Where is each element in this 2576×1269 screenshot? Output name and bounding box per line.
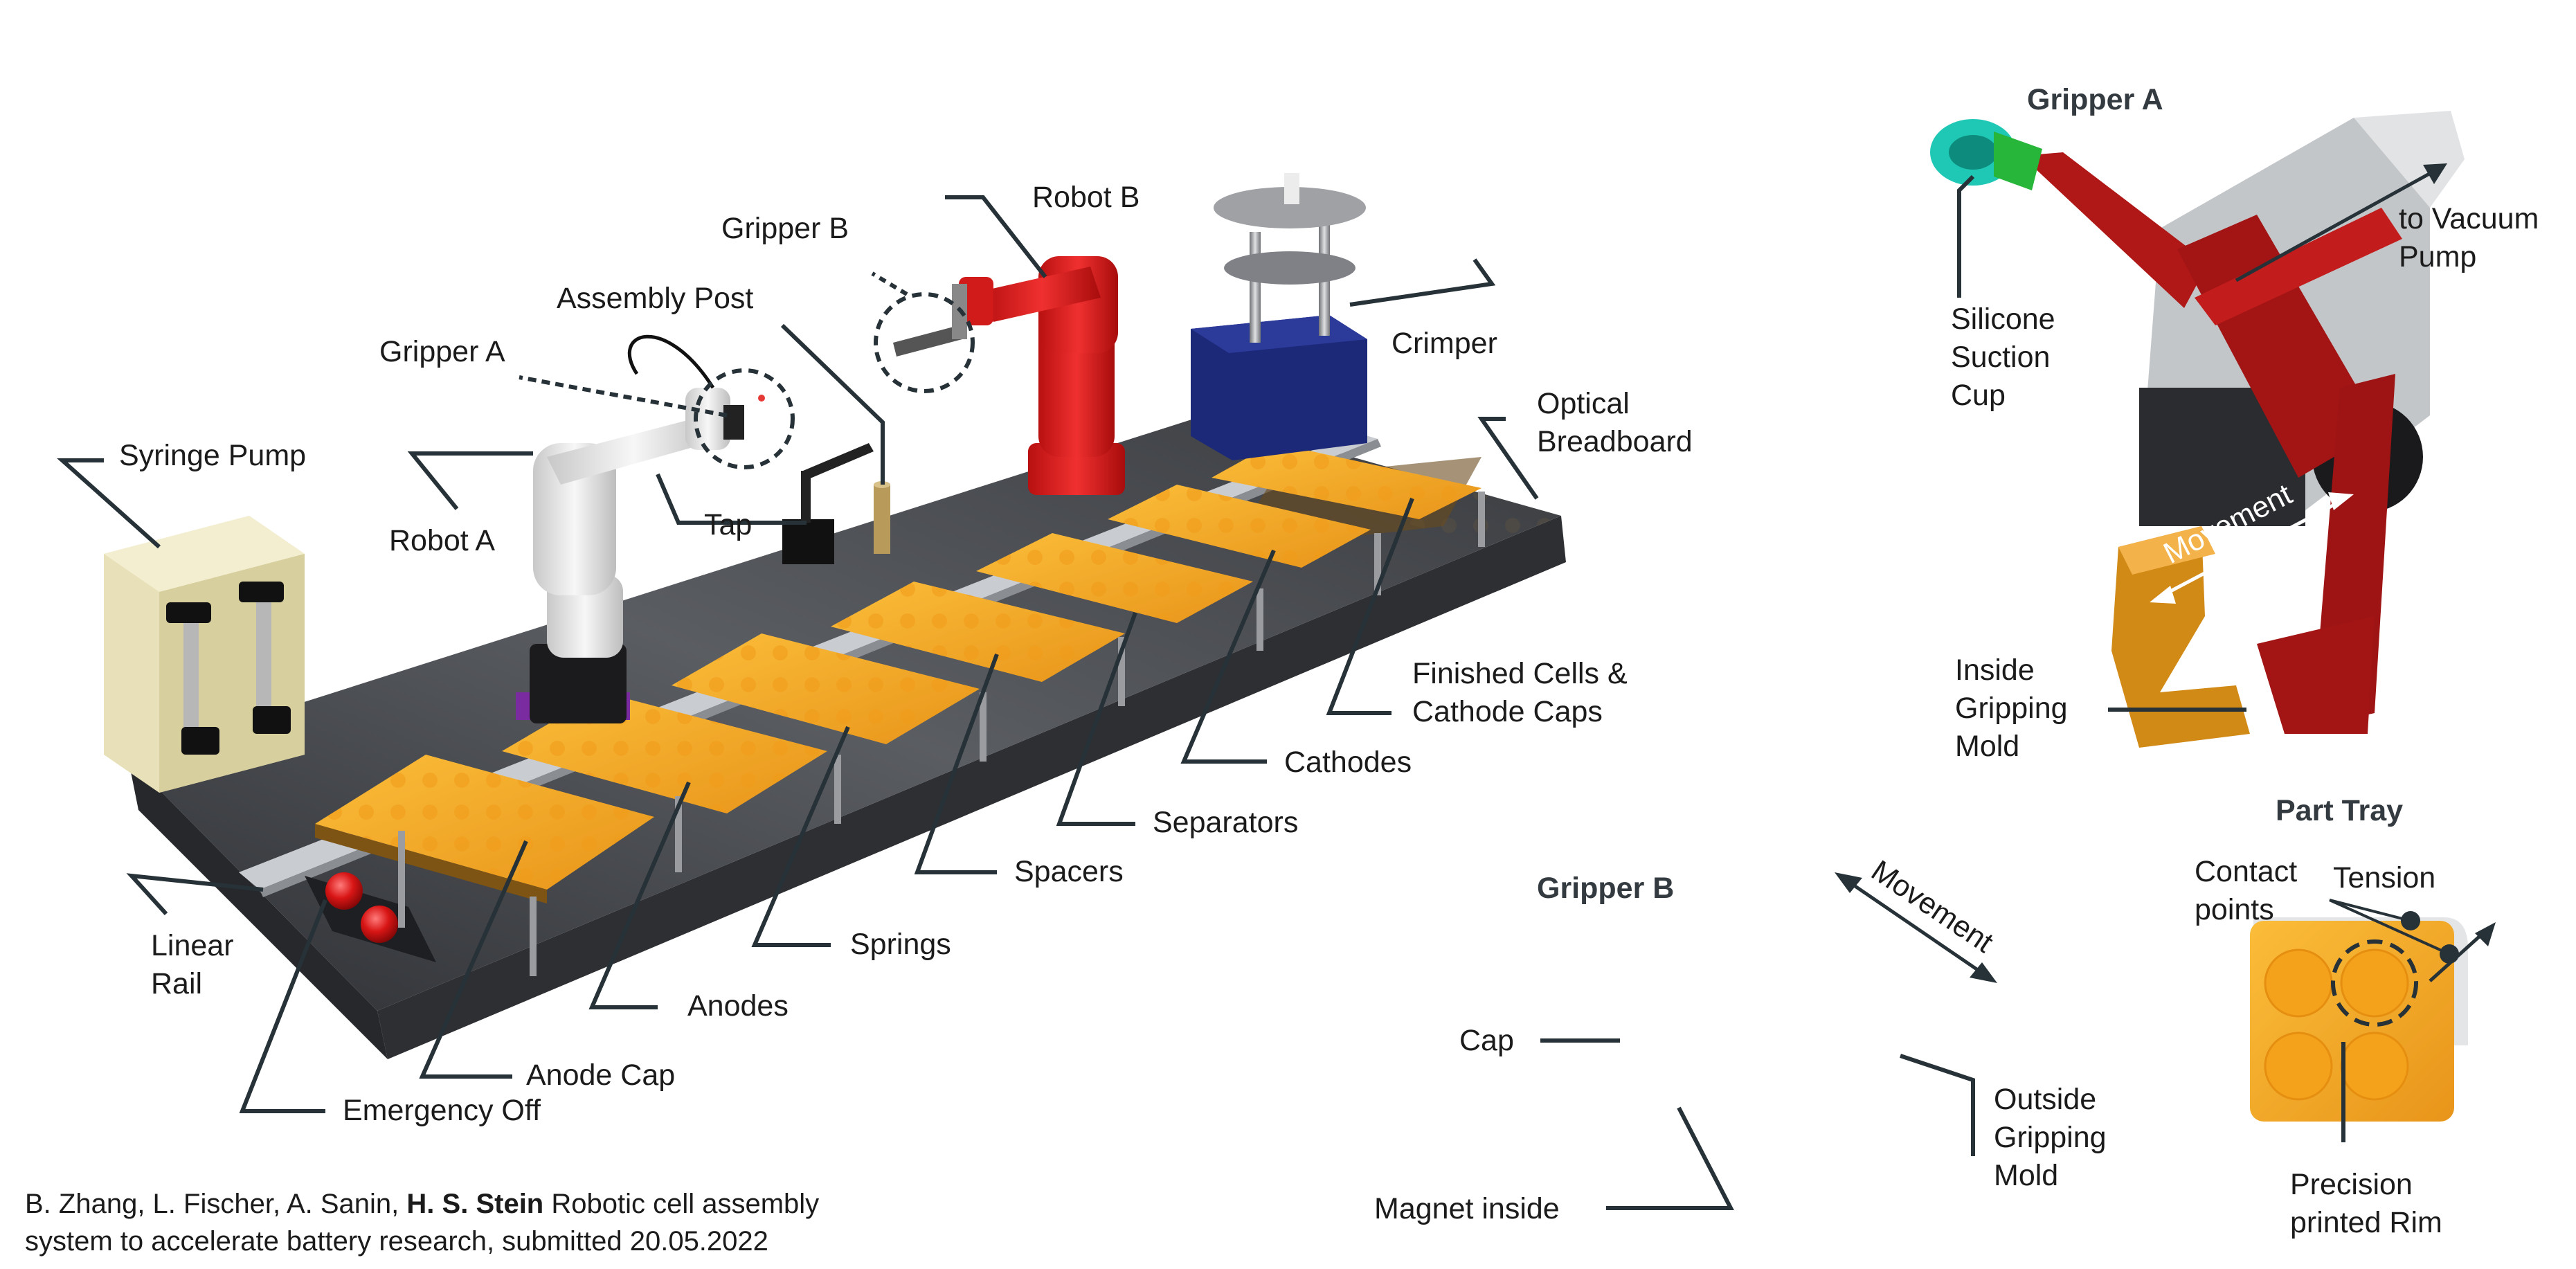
label-robot-b: Robot B: [1032, 181, 1140, 214]
label-emergency-off: Emergency Off: [343, 1094, 541, 1127]
breadboard-side: [377, 516, 1566, 1059]
workcell-illustration: [104, 173, 1566, 1059]
assembly-post: [874, 481, 890, 554]
label-optical-breadboard-2: Breadboard: [1537, 425, 1693, 458]
label-outside-3: Mold: [1994, 1159, 2058, 1192]
citation-pi: H. S. Stein: [406, 1189, 544, 1219]
label-robot-a: Robot A: [389, 524, 495, 557]
label-linear-rail-2: Rail: [151, 967, 202, 1000]
label-inside-1: Inside: [1955, 654, 2035, 687]
label-outside-1: Outside: [1994, 1083, 2096, 1116]
tray-anode-cap: [315, 755, 654, 903]
label-vacuum-1: to Vacuum: [2399, 202, 2539, 235]
label-contact-2: points: [2195, 893, 2274, 926]
label-finished-cells-1: Finished Cells &: [1412, 657, 1628, 690]
label-cap: Cap: [1459, 1024, 1514, 1057]
citation-authors: B. Zhang, L. Fischer, A. Sanin,: [25, 1189, 399, 1219]
emergency-button-1: [325, 872, 363, 910]
citation: B. Zhang, L. Fischer, A. Sanin, H. S. St…: [25, 1185, 994, 1260]
label-assembly-post: Assembly Post: [557, 282, 753, 315]
crimper: [1191, 173, 1367, 460]
label-part-tray-title: Part Tray: [2276, 794, 2403, 827]
label-separators: Separators: [1153, 806, 1298, 839]
tray-cathodes: [1108, 485, 1371, 568]
emergency-button-2: [361, 906, 398, 943]
label-rim-1: Precision: [2290, 1168, 2413, 1201]
label-outside-2: Gripping: [1994, 1121, 2107, 1154]
label-anodes: Anodes: [687, 989, 789, 1023]
label-anode-cap: Anode Cap: [526, 1059, 675, 1092]
robot-a: [516, 334, 765, 723]
gripper-a-detail: Gripper A Silicone Suction Cup to Vacuum…: [1930, 83, 2539, 763]
label-tension: Tension: [2333, 861, 2435, 894]
citation-title: Robotic cell assembly: [551, 1189, 820, 1219]
tap: [782, 443, 874, 564]
leader-lines: [57, 195, 1539, 1113]
label-gripper-b: Gripper B: [721, 212, 849, 245]
label-silicone-1: Silicone: [1951, 303, 2055, 336]
syringe-pump: [104, 516, 305, 793]
gripper-b-detail: Gripper B Movement Cap Magnet inside Out…: [1374, 854, 2107, 1225]
label-magnet: Magnet inside: [1374, 1192, 1560, 1225]
label-springs: Springs: [850, 928, 951, 961]
label-gripper-b-title: Gripper B: [1537, 872, 1674, 905]
label-linear-rail-1: Linear: [151, 929, 234, 962]
label-silicone-2: Suction: [1951, 341, 2050, 374]
label-gripper-a: Gripper A: [379, 335, 505, 368]
label-crimper: Crimper: [1391, 327, 1497, 360]
robot-b: [893, 256, 1125, 495]
label-optical-breadboard-1: Optical: [1537, 387, 1630, 420]
tray-springs: [672, 633, 980, 744]
label-spacers: Spacers: [1014, 855, 1124, 888]
label-vacuum-2: Pump: [2399, 240, 2476, 273]
label-inside-2: Gripping: [1955, 692, 2068, 725]
tray-spacers: [831, 582, 1125, 682]
label-inside-3: Mold: [1955, 730, 2019, 763]
label-contact-1: Contact: [2195, 855, 2297, 888]
label-tap: Tap: [704, 508, 752, 541]
label-syringe-pump: Syringe Pump: [119, 439, 306, 472]
label-cathodes: Cathodes: [1284, 746, 1412, 779]
label-silicone-3: Cup: [1951, 379, 2006, 412]
label-finished-cells-2: Cathode Caps: [1412, 695, 1603, 728]
main-labels: Syringe Pump Robot A Gripper A Assembly …: [119, 181, 1693, 1127]
label-gripper-a-title: Gripper A: [2027, 83, 2163, 116]
citation-line-1: B. Zhang, L. Fischer, A. Sanin, H. S. St…: [25, 1185, 994, 1223]
label-rim-2: printed Rim: [2290, 1206, 2442, 1239]
breadboard-front: [128, 758, 388, 1059]
tray-separators: [976, 533, 1253, 623]
citation-line-2: system to accelerate battery research, s…: [25, 1226, 768, 1257]
part-tray-detail: Part Tray Contact points Tension Precisi…: [2195, 794, 2496, 1239]
